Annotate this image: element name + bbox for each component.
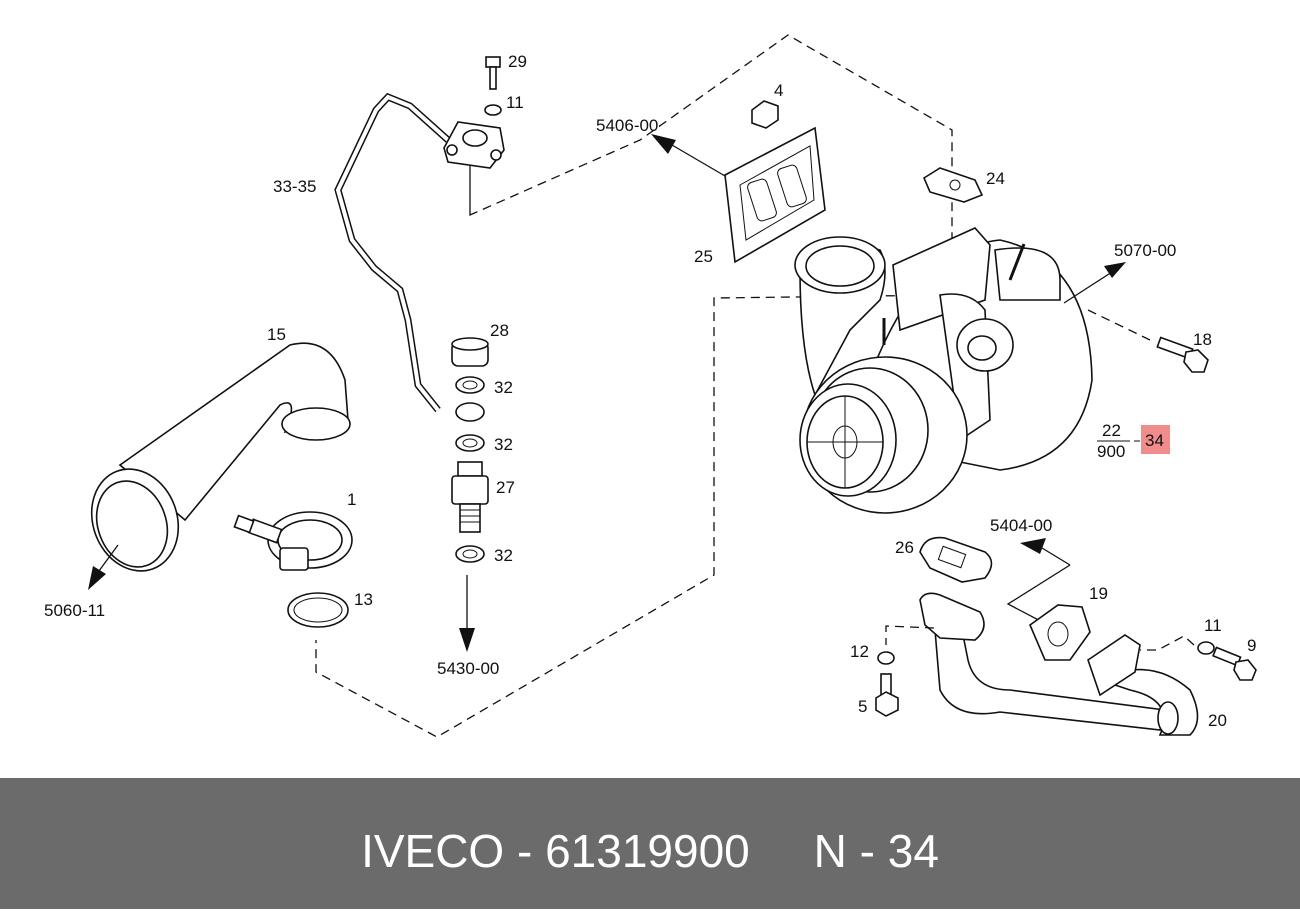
label-20: 20 <box>1208 711 1227 730</box>
arrow-5406 <box>651 134 676 154</box>
bolt-9 <box>1212 646 1257 681</box>
arrow-5404 <box>1020 538 1046 554</box>
arrow-5070 <box>1104 262 1126 278</box>
turbocharger <box>794 227 1093 514</box>
gasket-25 <box>724 126 826 264</box>
label-5: 5 <box>858 697 867 716</box>
label-32-c: 32 <box>494 546 513 565</box>
label-11-top: 11 <box>506 93 524 112</box>
footer-bar: IVECO - 61319900 N - 34 <box>0 778 1300 909</box>
washer-32-c <box>455 545 485 563</box>
highlight-box <box>1141 425 1170 454</box>
gasket-24 <box>922 167 984 203</box>
cap-28 <box>451 337 489 367</box>
washer-11-b <box>1197 641 1215 655</box>
washer-32-a <box>455 376 485 394</box>
label-33-35: 33-35 <box>273 177 316 196</box>
label-13: 13 <box>354 590 373 609</box>
label-32-a: 32 <box>494 378 513 397</box>
label-11-bottom: 11 <box>1204 616 1222 635</box>
label-29: 29 <box>508 52 527 71</box>
gasket-19 <box>1029 604 1091 661</box>
label-5430-00: 5430-00 <box>437 659 499 678</box>
banjo-flange <box>443 121 505 169</box>
pipe-eye <box>455 402 485 422</box>
label-27: 27 <box>496 478 515 497</box>
gasket-26 <box>919 536 993 583</box>
washer-11 <box>484 104 502 116</box>
arrow-5060 <box>88 566 106 590</box>
parts-diagram: 29 11 4 5406-00 24 33-35 5070-00 25 28 1… <box>44 34 1257 738</box>
label-25: 25 <box>694 247 713 266</box>
label-fraction-num: 22 <box>1102 421 1121 440</box>
arrow-5430 <box>459 628 475 652</box>
bolt-29 <box>485 56 501 90</box>
drain-pipe-20 <box>919 592 1199 736</box>
label-12: 12 <box>850 642 869 661</box>
label-32-b: 32 <box>494 435 513 454</box>
label-fraction-den: 900 <box>1097 442 1125 461</box>
o-ring-13 <box>287 592 349 628</box>
nut-4 <box>751 100 779 129</box>
screw-5 <box>875 673 899 717</box>
label-4: 4 <box>774 81 783 100</box>
label-15: 15 <box>267 325 286 344</box>
bolt-18 <box>1156 336 1209 373</box>
washer-32-b <box>455 434 485 452</box>
label-5070-00: 5070-00 <box>1114 241 1176 260</box>
oil-feed-pipe <box>334 92 451 413</box>
part-number-caption: IVECO - 61319900 N - 34 <box>361 825 939 877</box>
label-24: 24 <box>986 169 1005 188</box>
label-9: 9 <box>1247 636 1256 655</box>
label-5406-00: 5406-00 <box>596 116 658 135</box>
label-34: 34 <box>1145 431 1164 450</box>
label-19: 19 <box>1089 584 1108 603</box>
label-5060-11: 5060-11 <box>44 601 105 620</box>
assembly-outline <box>315 34 953 738</box>
clamp-1 <box>233 511 353 571</box>
label-5404-00: 5404-00 <box>990 516 1052 535</box>
label-1: 1 <box>347 490 356 509</box>
label-28: 28 <box>490 321 509 340</box>
label-26: 26 <box>895 538 914 557</box>
washer-12 <box>877 651 895 665</box>
air-pipe-15 <box>90 342 351 572</box>
union-27 <box>451 461 489 533</box>
label-18: 18 <box>1193 330 1212 349</box>
